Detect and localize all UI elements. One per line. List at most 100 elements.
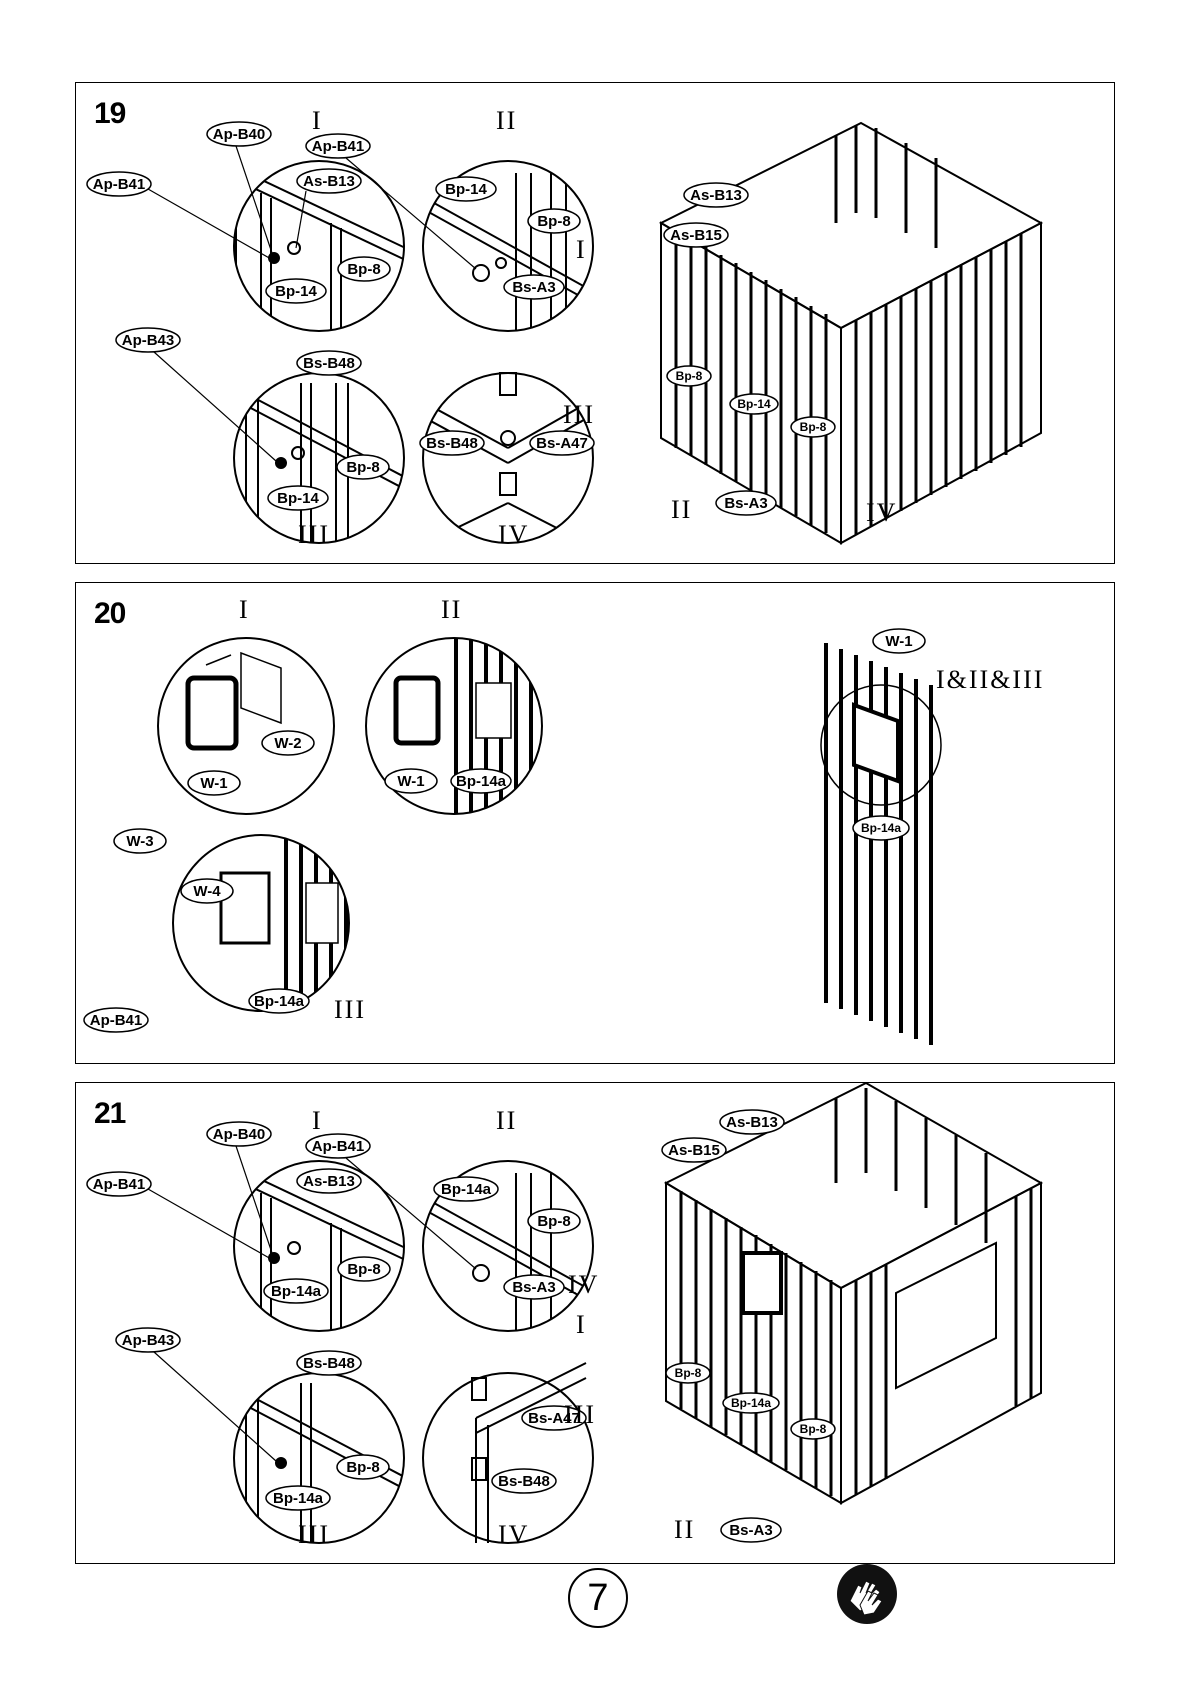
callout: Bp-8: [790, 1418, 836, 1440]
callout: Bp-8: [666, 365, 712, 387]
callout: Bp-8: [790, 416, 836, 438]
label-Ap-B40: Ap-B40: [213, 1126, 266, 1143]
step-21-illustration: I II III IV Ap-B40 Ap-B41 As-B13 Bp-8 Bp…: [86, 1083, 1044, 1549]
callout: Bp-8: [527, 208, 581, 234]
label-Bs-B48: Bs-B48: [498, 1473, 550, 1490]
callout: Bp-8: [336, 1454, 390, 1480]
callout: Ap-B40: [206, 1121, 272, 1147]
callout: Bp-8: [337, 256, 391, 282]
callout: Ap-B43: [115, 1327, 181, 1353]
callout: Bs-B48: [491, 1468, 557, 1494]
label-As-B15: As-B15: [668, 1142, 720, 1159]
step-21-panel: 21: [75, 1082, 1115, 1564]
roman-II: II: [496, 106, 517, 135]
roman-I: I: [239, 595, 250, 624]
step-number: 20: [94, 597, 126, 630]
callout: Bs-A3: [503, 1274, 565, 1300]
label-Bp-14: Bp-14: [445, 181, 487, 198]
callout: Bp-14a: [265, 1485, 331, 1511]
main-roman-III: III: [563, 400, 595, 429]
label-Bp-14: Bp-14: [737, 397, 771, 411]
callout: Bp-8: [336, 454, 390, 480]
label-Bp-8: Bp-8: [346, 459, 379, 476]
detail-II: [365, 637, 543, 815]
label-W-2: W-2: [274, 735, 301, 752]
step-20-panel: 20: [75, 582, 1115, 1064]
callout: Ap-B43: [115, 327, 181, 353]
detail-IV: [422, 1362, 594, 1544]
roman-III: III: [298, 1520, 330, 1549]
label-Bs-A3: Bs-A3: [512, 1279, 555, 1296]
callout: Bp-14a: [450, 768, 512, 794]
shed-frame: [663, 1083, 1044, 1505]
callout: Bp-14a: [263, 1278, 329, 1304]
step-19-illustration: I II III IV Ap-B40 Ap-B41 As-B13 Bp-8 Bp…: [86, 106, 1044, 549]
callout: Ap-B41: [86, 1171, 152, 1197]
main-roman-II: II: [674, 1515, 695, 1544]
callout: Bp-14: [435, 176, 497, 202]
callout: Bp-14a: [433, 1176, 499, 1202]
callout: Bp-14: [729, 393, 779, 415]
roman-IV: IV: [498, 1520, 529, 1549]
callout: W-2: [261, 730, 315, 756]
label-Bp-14a: Bp-14a: [456, 773, 507, 790]
callout: Bs-B48: [296, 1350, 362, 1376]
label-As-B15: As-B15: [670, 227, 722, 244]
callout: As-B13: [296, 168, 362, 194]
label-Bp-14a: Bp-14a: [441, 1181, 492, 1198]
label-Ap-B41: Ap-B41: [93, 1176, 146, 1193]
main-roman-I: I: [576, 1310, 587, 1339]
label-Bs-A47: Bs-A47: [536, 435, 588, 452]
roman-I: I: [312, 106, 323, 135]
detail-IV: [422, 372, 594, 544]
callout: As-B13: [719, 1109, 785, 1135]
label-Bp-14a: Bp-14a: [861, 821, 901, 835]
callout: Ap-B41: [305, 1133, 371, 1159]
main-roman-I: I: [576, 235, 587, 264]
callout: As-B15: [663, 222, 729, 248]
label-Bp-14: Bp-14: [275, 283, 317, 300]
gloves-icon: [837, 1564, 897, 1624]
label-W-3: W-3: [126, 833, 153, 850]
label-Bp-8: Bp-8: [347, 1261, 380, 1278]
callout: Bp-14a: [248, 988, 310, 1014]
label-Bs-A3: Bs-A3: [512, 279, 555, 296]
callout: Bp-14: [265, 278, 327, 304]
callout: Bp-14: [267, 485, 329, 511]
callout: Ap-B41: [86, 171, 152, 197]
callout: Bs-A3: [715, 490, 777, 516]
callout: Ap-B41: [305, 133, 371, 159]
label-As-B13: As-B13: [690, 187, 742, 204]
callout: As-B13: [683, 182, 749, 208]
label-As-B13: As-B13: [303, 173, 355, 190]
label-Bs-B48: Bs-B48: [303, 355, 355, 372]
callout: W-1: [872, 628, 926, 654]
label-Bs-A3: Bs-A3: [729, 1522, 772, 1539]
label-Bp-8: Bp-8: [800, 420, 827, 434]
label-Bp-14a: Bp-14a: [271, 1283, 322, 1300]
main-roman-III: III: [564, 1400, 596, 1429]
label-Ap-B41: Ap-B41: [90, 1012, 143, 1029]
callout: W-1: [187, 770, 241, 796]
label-Ap-B40: Ap-B40: [213, 126, 266, 143]
callout: W-1: [384, 768, 438, 794]
label-Bp-8: Bp-8: [676, 369, 703, 383]
label-As-B13: As-B13: [303, 1173, 355, 1190]
step-20-illustration: I II III W-2 W-1 W-1 Bp-14a W-3 W-4 Ap-B…: [83, 595, 1044, 1045]
detail-II: [422, 160, 594, 332]
label-Bp-8: Bp-8: [346, 1459, 379, 1476]
roman-III: III: [334, 995, 366, 1024]
label-Bp-14: Bp-14: [277, 490, 319, 507]
detail-II: [422, 1160, 594, 1332]
wall-panel: [824, 643, 933, 1045]
label-Ap-B41: Ap-B41: [312, 1138, 365, 1155]
main-roman: I&II&III: [936, 665, 1044, 694]
label-Bs-A47: Bs-A47: [528, 1410, 580, 1427]
label-Bp-8: Bp-8: [537, 1213, 570, 1230]
label-Bp-8: Bp-8: [537, 213, 570, 230]
callout: Bp-8: [665, 1362, 711, 1384]
roman-II: II: [496, 1106, 517, 1135]
label-Ap-B41: Ap-B41: [312, 138, 365, 155]
callout: W-3: [113, 828, 167, 854]
label-Ap-B43: Ap-B43: [122, 332, 175, 349]
